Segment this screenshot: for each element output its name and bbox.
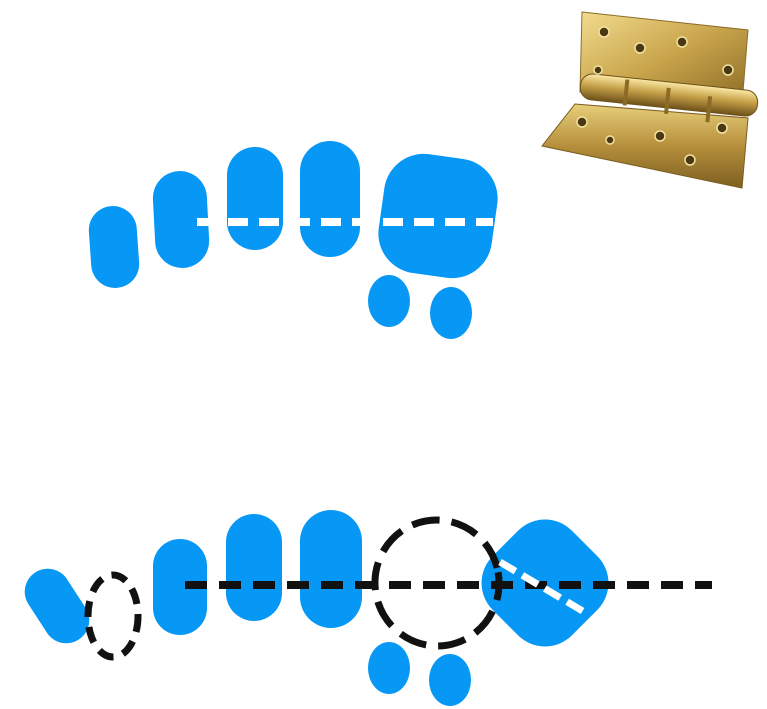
bottom-pill-3 [226, 514, 282, 621]
bottom-pill-4 [300, 510, 362, 628]
bottom-dashed-outline-large [371, 516, 503, 650]
bottom-small-oval-2 [429, 654, 471, 706]
top-pill-1 [88, 206, 140, 288]
top-pill-3 [227, 147, 283, 250]
bottom-tilted-pill [24, 568, 90, 644]
bottom-small-oval-1 [368, 642, 410, 694]
top-small-oval-1 [368, 275, 410, 327]
top-shape-group [88, 141, 498, 339]
top-rounded-square [378, 153, 498, 279]
top-pill-2 [152, 171, 210, 268]
bottom-pill-2 [153, 539, 207, 635]
bottom-white-dashed-diagonal [498, 558, 588, 617]
top-pill-4 [300, 141, 360, 257]
bottom-shape-group [24, 510, 609, 706]
door-hinge-illustration [541, 11, 759, 189]
hinge-screw-holes [576, 26, 734, 166]
hinge-lower-leaf [541, 103, 749, 189]
bottom-dashed-outline-small [84, 571, 142, 661]
top-small-oval-2 [430, 287, 472, 339]
